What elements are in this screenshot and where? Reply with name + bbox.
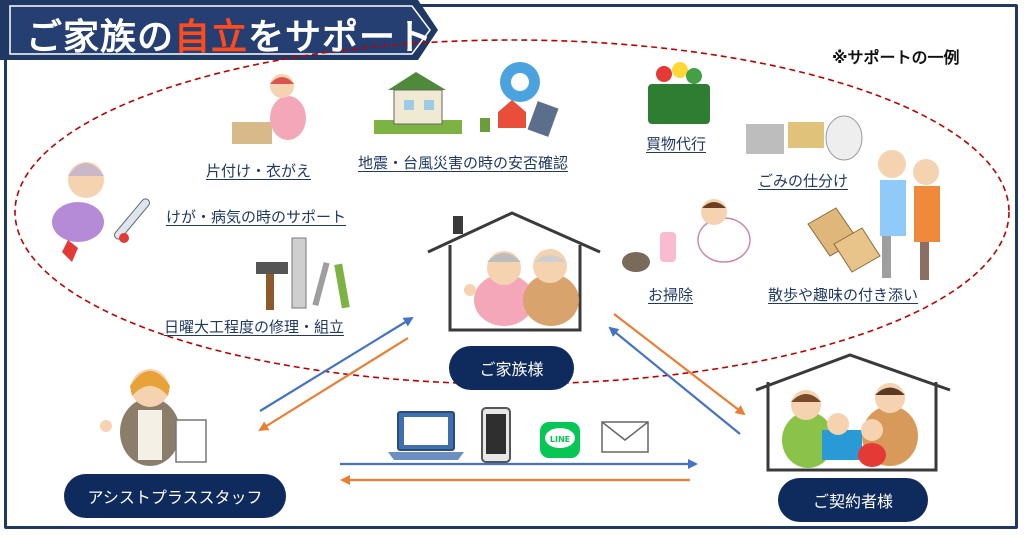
line-app-label: LINE (550, 435, 570, 444)
injured-elder-icon (52, 162, 104, 262)
service-disaster-label: 地震・台風災害の時の安否確認 (358, 154, 569, 172)
contractor-house-icon (755, 353, 951, 472)
service-garbage-label: ごみの仕分け (758, 172, 849, 190)
title-highlight: 自立 (174, 17, 249, 58)
example-note: ※サポートの一例 (832, 48, 960, 67)
service-cleaning-label: お掃除 (648, 286, 694, 304)
support-scope-oval (14, 39, 1010, 385)
cleaning-icon (622, 199, 751, 272)
thermometer-icon (114, 198, 150, 243)
tidy-illustration-icon (232, 74, 306, 144)
tools-icon (256, 237, 350, 310)
walking-couple-icon (878, 150, 940, 280)
family-house-icon (427, 211, 601, 332)
laptop-icon (388, 411, 464, 460)
typhoon-icon (480, 62, 559, 137)
family-node: ご家族様 (449, 346, 574, 390)
contractor-node: ご契約者様 (778, 478, 928, 522)
garbage-icon (746, 115, 863, 161)
title-banner (0, 0, 438, 60)
envelope-icon (601, 421, 649, 453)
elderly-couple-icon (464, 249, 579, 326)
staff-node: アシストプラススタッフ (64, 474, 286, 518)
line-app-icon (540, 422, 580, 458)
flow-arrows (258, 313, 746, 485)
shopping-basket-icon (648, 62, 710, 124)
outer-frame (4, 4, 1018, 529)
smartphone-icon (481, 407, 511, 463)
contractor-family-icon (782, 383, 918, 468)
house-damaged-icon (374, 72, 462, 134)
shogi-board-icon (807, 207, 881, 273)
staff-woman-icon (100, 369, 207, 466)
service-repair-label: 日曜大工程度の修理・組立 (164, 318, 345, 336)
service-illness-label: けが・病気の時のサポート (166, 208, 347, 226)
page-title: ご家族の自立をサポート (26, 17, 434, 58)
service-shopping-label: 買物代行 (646, 135, 707, 153)
service-walk-label: 散歩や趣味の付き添い (768, 286, 919, 304)
service-tidy-label: 片付け・衣がえ (206, 162, 312, 180)
